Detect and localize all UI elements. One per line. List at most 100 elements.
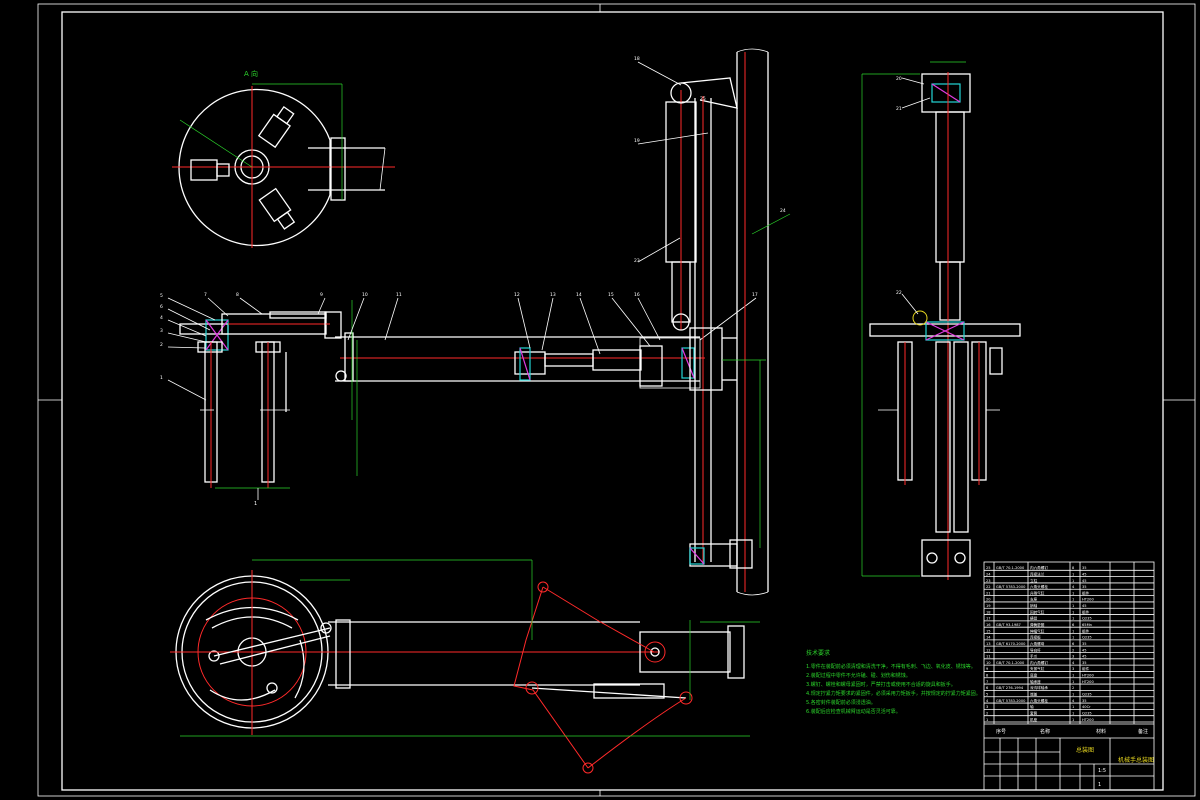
bom-cell: 3 — [986, 705, 988, 709]
bom-cell: Q235 — [1082, 636, 1092, 640]
bom-cell: 5 — [986, 693, 988, 697]
project-name: 机械手总装图 — [1118, 756, 1154, 764]
bom-cell: 1 — [1072, 693, 1074, 697]
bom-cell: 25 — [986, 566, 991, 570]
plan-view — [170, 559, 760, 774]
bom-cell: 1 — [986, 718, 988, 722]
leader-label: 19 — [634, 138, 640, 144]
header-qty: 材料 — [1096, 728, 1106, 735]
tech-requirements: 技术要求 1.零件在装配前必须清理和清洗干净，不得有毛刺、飞边、氧化皮、锈蚀等。… — [806, 649, 981, 715]
bom-cell: 1 — [1072, 711, 1074, 715]
bom-cell: GB/T 5783-2000 — [996, 585, 1026, 589]
bom-cell: 8 — [1072, 566, 1075, 570]
leader-label: 12 — [514, 292, 520, 298]
bom-cell: 端盖 — [1030, 692, 1038, 697]
bom-cell: 弹簧垫圈 — [1030, 622, 1045, 627]
bom-cell: 12 — [986, 648, 991, 652]
bom-cell: HT200 — [1082, 680, 1094, 684]
bom-cell: 13 — [986, 642, 991, 646]
leader-label: 10 — [362, 292, 368, 298]
leader-label: 9 — [320, 292, 323, 298]
bom-cell: 2 — [986, 711, 988, 715]
leader-label: 24 — [780, 208, 786, 214]
bom-cell: 六角头螺栓 — [1030, 584, 1048, 589]
leader-label: 3 — [160, 328, 163, 334]
bom-cell: 1 — [1072, 680, 1074, 684]
leader-label: 4 — [160, 315, 163, 321]
bom-cell: 连接法兰 — [1030, 571, 1045, 576]
bom-cell: 16 — [986, 623, 991, 627]
bom-cell: 3 — [1072, 667, 1074, 671]
bom-cell: 组件 — [1082, 666, 1090, 671]
bom-cell: 轴承座 — [1030, 679, 1041, 684]
header-seq: 序号 — [996, 728, 1006, 735]
tech-req-line: 5.各密封件装配前必须浸透油。 — [806, 699, 876, 706]
tech-req-line: 4.规定拧紧力矩要求的紧固件，必须采用力矩扳手，并按规定的拧紧力矩紧固。 — [806, 690, 981, 697]
tech-req-line: 1.零件在装配前必须清理和清洗干净，不得有毛刺、飞边、氧化皮、锈蚀等。 — [806, 663, 976, 670]
bom-cell: 2 — [1072, 686, 1074, 690]
leader-label: 23 — [634, 258, 640, 264]
bom-cell: 45 — [1082, 648, 1087, 652]
bom-cell: 35 — [1082, 642, 1087, 646]
leader-label: 1 — [160, 375, 163, 381]
bom-cell: 1 — [1072, 604, 1074, 608]
bom-cell: 连接板 — [1030, 635, 1041, 640]
bom-cell: 伸缩气缸 — [1030, 628, 1045, 633]
bom-cell: 45 — [1082, 655, 1087, 659]
bom-cell: 45 — [1082, 572, 1087, 576]
leader-label: 15 — [608, 292, 614, 298]
bom-cell: 7 — [986, 680, 988, 684]
bom-cell: 14 — [986, 636, 991, 640]
bom-cell: 23 — [986, 579, 991, 583]
bom-cell: GB/T 5783-2000 — [996, 699, 1026, 703]
bom-cell: 深沟球轴承 — [1030, 685, 1048, 690]
bom-cell: 15 — [986, 629, 991, 633]
tech-req-line: 6.装配后应检查机械臂运动是否灵活可靠。 — [806, 708, 901, 715]
side-view — [861, 61, 1021, 580]
bom-cell: 10 — [986, 661, 991, 665]
bom-cell: HT200 — [1082, 674, 1094, 678]
leader-lines-front — [167, 297, 757, 401]
bom-cell: 8 — [986, 674, 989, 678]
bom-cell: 1 — [1072, 591, 1074, 595]
leader-label: 6 — [160, 304, 163, 310]
bom-cell: 4 — [1072, 699, 1075, 703]
bom-cell: 横臂 — [1030, 616, 1038, 621]
view-label: A 向 — [244, 69, 258, 78]
leader-label: 8 — [236, 292, 239, 298]
bom-cell: GB/T 70.1-2000 — [996, 661, 1025, 665]
bom-cell: 机座 — [1030, 717, 1038, 722]
bom-cell: 底盘 — [1030, 673, 1038, 678]
bom-cell: 35 — [1082, 699, 1087, 703]
bom-cell: 4 — [1072, 585, 1075, 589]
bom-cell: 21 — [986, 591, 991, 595]
bom-cell: 4 — [986, 699, 989, 703]
bom-cell: 组件 — [1082, 590, 1090, 595]
tech-req-title: 技术要求 — [806, 649, 830, 657]
leader-label: 2 — [160, 342, 163, 348]
header-note: 备注 — [1138, 728, 1148, 735]
bom-cell: 20 — [986, 598, 991, 602]
leader-label: 16 — [634, 292, 640, 298]
bom-cell: Q235 — [1082, 617, 1092, 621]
leader-label: 20 — [896, 76, 902, 82]
bom-cell: 24 — [986, 572, 991, 576]
bom-cell: 夹紧气缸 — [1030, 666, 1045, 671]
bom-cell: 升降气缸 — [1030, 590, 1045, 595]
bom-cell: 组件 — [1082, 628, 1090, 633]
bom-cell: 六角螺母 — [1030, 641, 1045, 646]
bom-cell: Q235 — [1082, 693, 1092, 697]
bom-cell: 套筒 — [1030, 710, 1038, 715]
bom-cell: 4 — [1072, 661, 1075, 665]
bom-cell: 11 — [986, 655, 991, 659]
tech-req-line: 2.装配过程中零件不允许磕、碰、划伤和锈蚀。 — [806, 672, 911, 679]
scale: 1:5 — [1098, 768, 1106, 774]
bom-cell: 1 — [1072, 629, 1074, 633]
leader-label: 7 — [204, 292, 207, 298]
bom-cell: 40Cr — [1082, 705, 1091, 709]
bom-cell: GB/T 70.1-2000 — [996, 566, 1025, 570]
bom-cell: 1 — [1072, 705, 1074, 709]
bom-cell: 35 — [1082, 585, 1087, 589]
a-view-disc: A 向 — [172, 69, 395, 248]
leader-label: 11 — [396, 292, 402, 298]
